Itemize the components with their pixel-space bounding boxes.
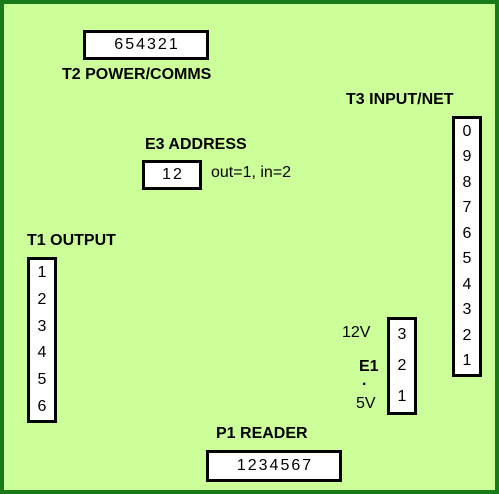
t1-label: T1 OUTPUT [27, 232, 116, 249]
t2-pin: 5 [125, 36, 135, 53]
t3-pin: 4 [462, 275, 472, 293]
e1-jumper: 3 2 1 [387, 317, 417, 415]
e1-5v-label: 5V [356, 395, 376, 412]
e1-dot: . [362, 372, 367, 389]
t1-pin: 2 [37, 290, 47, 308]
t1-connector: 1 2 3 4 5 6 [27, 257, 57, 423]
t1-pin: 4 [37, 344, 47, 362]
e3-pin: 2 [173, 166, 182, 183]
t2-pin: 4 [136, 36, 145, 53]
t2-label: T2 POWER/COMMS [62, 66, 212, 83]
p1-pin: 4 [269, 457, 279, 474]
t2-pin: 1 [168, 36, 178, 53]
e1-pin: 3 [397, 326, 407, 344]
p1-label: P1 READER [216, 425, 308, 442]
p1-pin: 2 [247, 457, 257, 474]
t3-pin: 7 [462, 199, 472, 217]
t3-pin: 2 [462, 326, 472, 344]
e1-pin-column: 3 2 1 [390, 320, 414, 412]
t3-pin: 0 [462, 122, 472, 140]
p1-pin: 7 [302, 457, 312, 474]
e1-pin: 2 [397, 356, 407, 374]
t3-pin: 9 [462, 148, 472, 166]
e1-12v-label: 12V [342, 324, 371, 341]
t2-pin: 3 [147, 36, 156, 53]
e3-note: out=1, in=2 [211, 164, 292, 181]
e1-label: E1 [359, 358, 379, 375]
t1-pin: 1 [37, 264, 47, 282]
p1-pin: 6 [291, 457, 301, 474]
t2-pin: 6 [114, 36, 124, 53]
p1-pin: 3 [258, 457, 268, 474]
t3-pin-column: 0 9 8 7 6 5 4 3 2 1 [455, 119, 479, 374]
t2-pin: 2 [157, 36, 167, 53]
t3-pin: 3 [462, 301, 472, 319]
t1-pin: 5 [37, 370, 47, 388]
p1-pin: 5 [280, 457, 290, 474]
t1-pin-column: 1 2 3 4 5 6 [30, 260, 54, 420]
t1-pin: 6 [37, 397, 47, 415]
e3-pin: 1 [162, 166, 171, 183]
e3-label: E3 ADDRESS [145, 136, 247, 153]
t3-pin: 5 [462, 250, 472, 268]
t3-pin: 1 [462, 352, 472, 370]
t3-label: T3 INPUT/NET [346, 91, 454, 108]
t3-pin: 6 [462, 224, 472, 242]
t1-pin: 3 [37, 317, 47, 335]
e1-pin: 1 [397, 387, 407, 405]
p1-pin: 1 [236, 457, 246, 474]
t3-pin: 8 [462, 173, 472, 191]
t3-connector: 0 9 8 7 6 5 4 3 2 1 [452, 116, 482, 377]
